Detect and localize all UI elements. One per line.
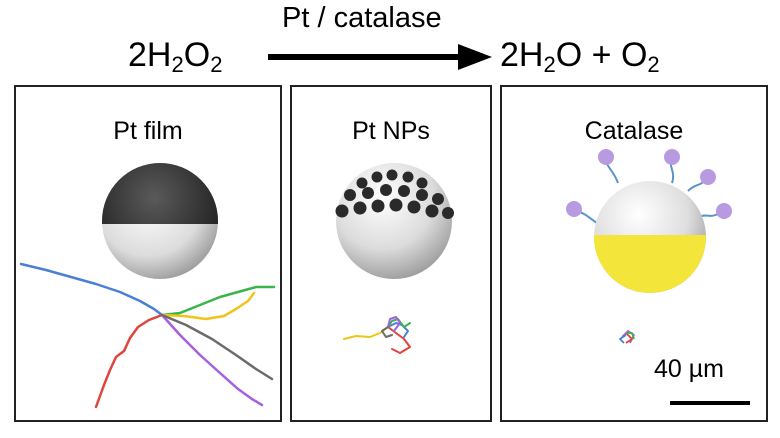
catalase-enzymes [566,149,732,219]
catalase-illustration [566,149,732,344]
scale-bar-label: 40 µm [654,355,724,383]
panel-title-pt-nps: Pt NPs [352,117,430,145]
reactant-formula: 2H2O2 [128,36,223,77]
catalase-cap [594,235,706,293]
pt-film-cap [102,163,218,224]
panel-pt-nps: Pt NPs [290,85,492,422]
trajectory-red [94,313,164,409]
scale-bar [670,401,750,405]
trajectory-yellow [160,291,256,321]
arrow-label: Pt / catalase [282,2,442,34]
np-trajectory-purple [387,316,401,332]
trajectory-gray [160,313,274,381]
np-trajectory-red [387,326,411,354]
panel-title-catalase: Catalase [584,117,684,145]
trajectory-green [160,285,276,317]
reaction-arrow-icon [268,44,492,70]
trajectory-purple [160,313,264,407]
trajectory-blue [19,262,164,317]
cat-trajectory-blue [619,334,627,344]
np-trajectory-gray [381,326,393,338]
pt-nanoparticles [335,169,454,219]
cat-trajectory-green [626,332,635,340]
panel-pt-film: Pt film [14,85,282,422]
product-formula: 2H2O + O2 [500,36,660,77]
pt-film-illustration [19,163,276,409]
panel-title-pt-film: Pt film [113,117,183,145]
np-trajectory-yellow [343,326,389,340]
cat-trajectory-red [625,332,633,344]
pt-nps-illustration [335,163,454,354]
panel-catalase: Catalase 40 µm [500,85,768,422]
nanoparticle-sphere [336,163,452,279]
